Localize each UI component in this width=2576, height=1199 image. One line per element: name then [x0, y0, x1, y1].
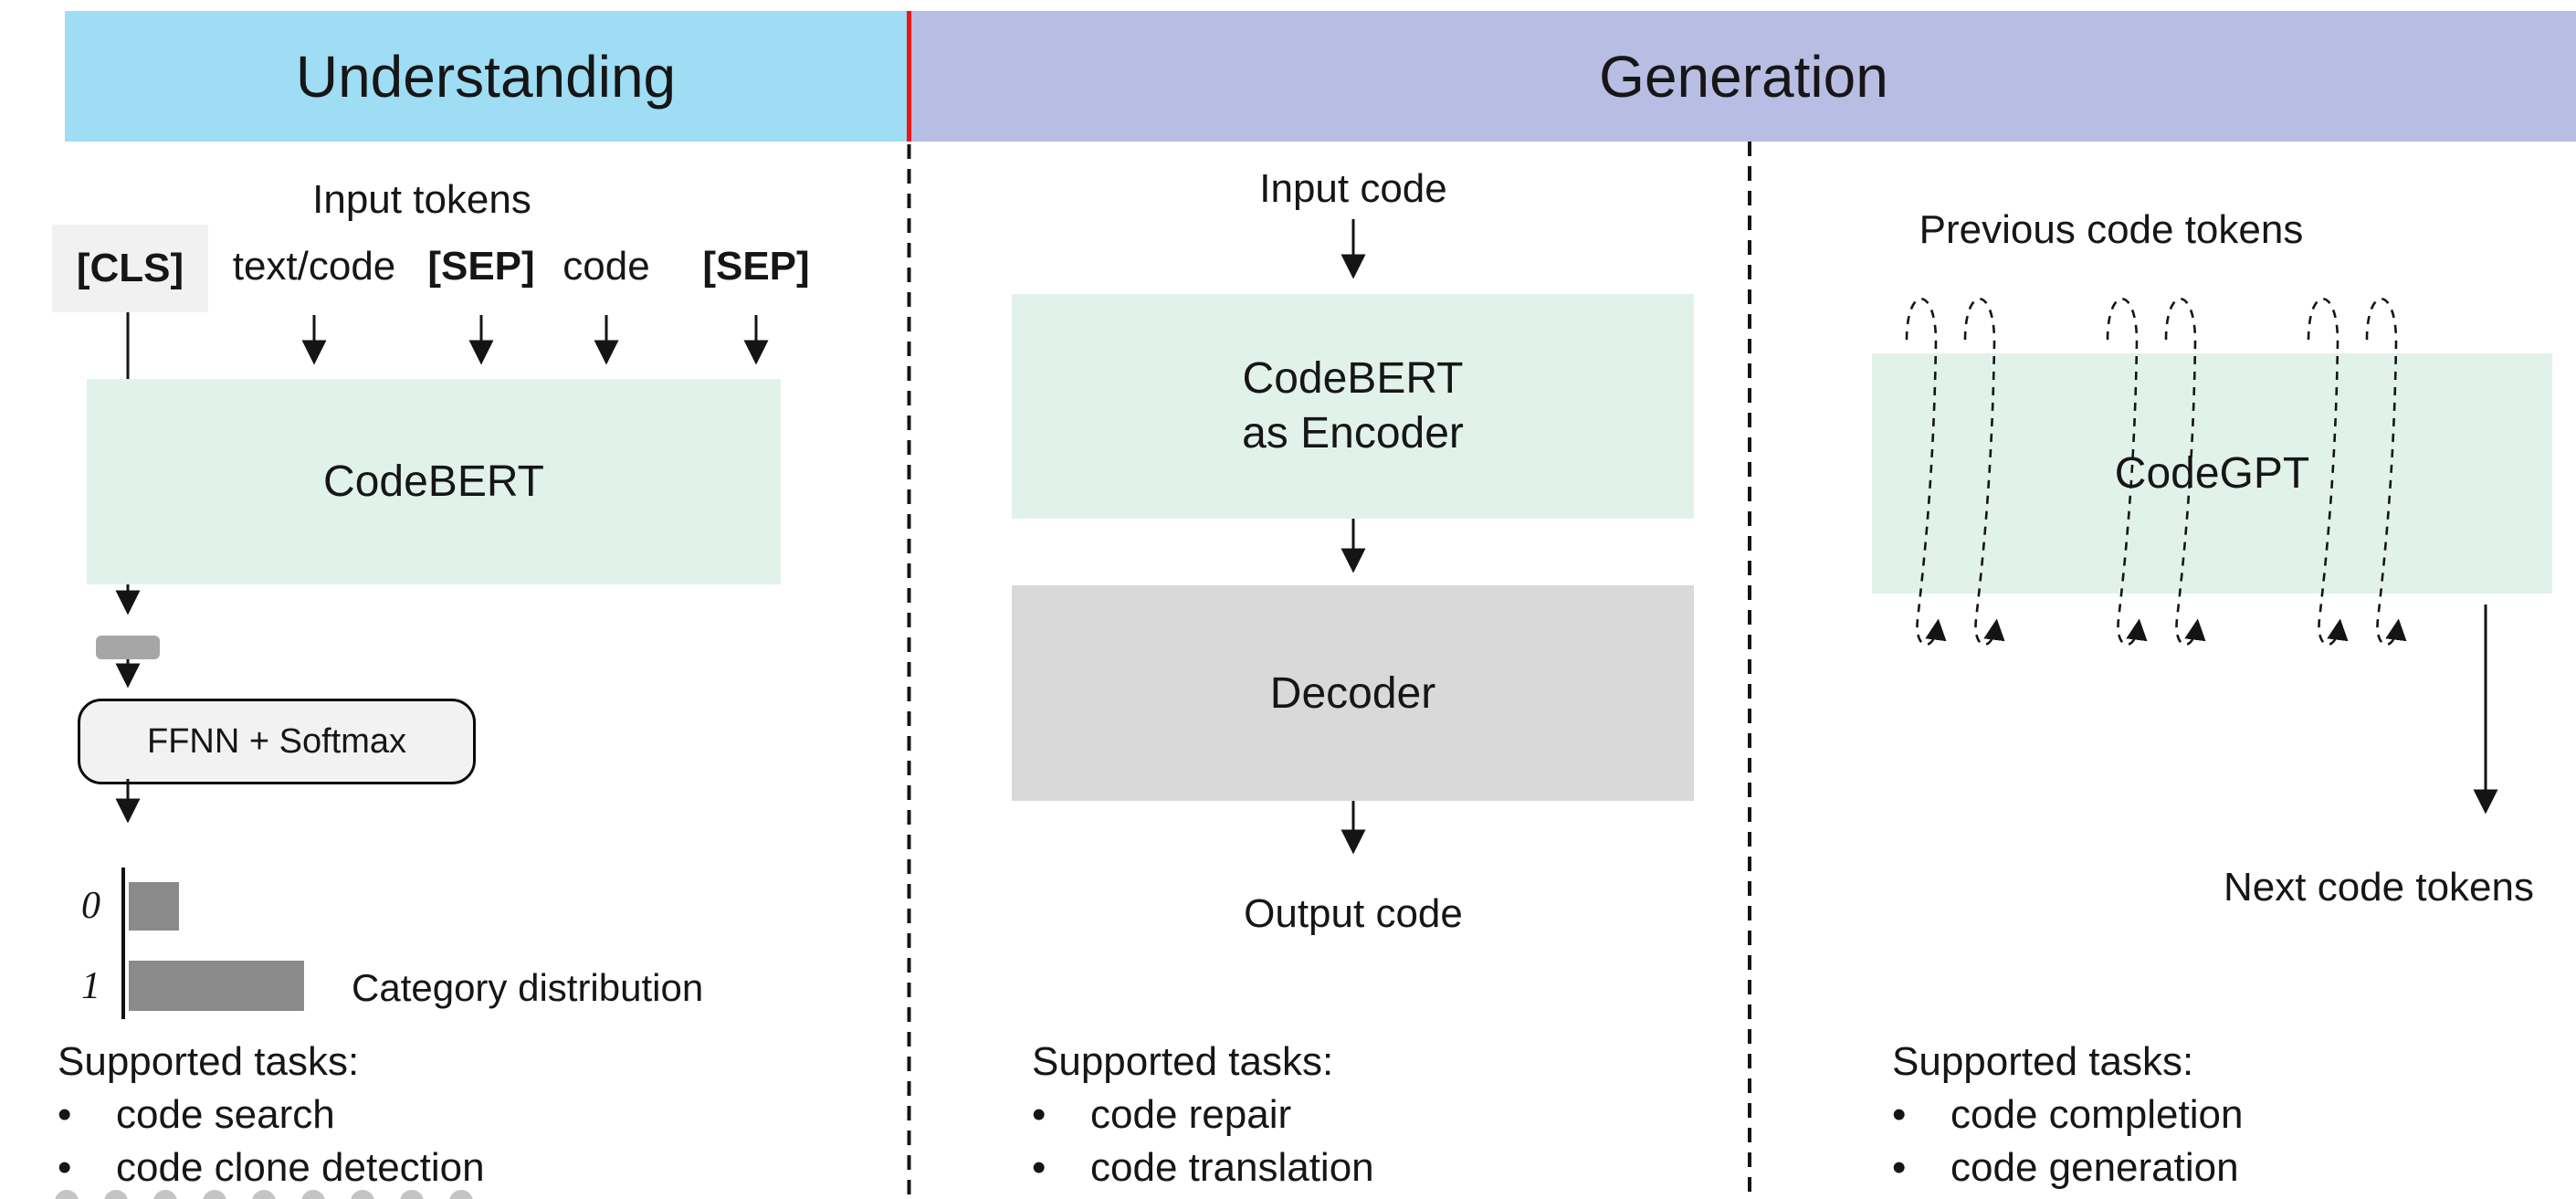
- category-0-bar: [129, 882, 179, 931]
- codebert-label: CodeBERT: [323, 458, 544, 506]
- next-code-tokens-label: Next code tokens: [2224, 865, 2534, 910]
- previous-code-tokens-label: Previous code tokens: [1919, 207, 2304, 252]
- input-code-label: Input code: [1259, 166, 1447, 211]
- understanding-header: Understanding: [65, 11, 907, 142]
- generation-header: Generation: [911, 11, 2576, 142]
- right-tasks-title: Supported tasks:: [1892, 1039, 2194, 1084]
- category-1-bar: [129, 961, 304, 1011]
- middle-task-item: code repair: [1032, 1089, 1374, 1141]
- category-0-label: 0: [81, 885, 100, 927]
- output-code-label: Output code: [1244, 891, 1463, 936]
- category-distribution-caption: Category distribution: [352, 966, 704, 1009]
- left-tasks-title: Supported tasks:: [58, 1039, 360, 1084]
- red-divider: [907, 11, 911, 142]
- text-code-token: text/code: [232, 244, 396, 289]
- codegpt-box: CodeGPT: [1872, 353, 2552, 594]
- right-supported-tasks: Supported tasks: code completion code ge…: [1892, 1036, 2243, 1194]
- ffnn-softmax-label: FFNN + Softmax: [147, 721, 406, 761]
- right-task-item: code generation: [1892, 1141, 2243, 1194]
- category-1-label: 1: [81, 965, 100, 1007]
- encoder-label-line2: as Encoder: [1242, 409, 1464, 458]
- sep-token-1: [SEP]: [427, 244, 535, 289]
- cutoff-text-fragment: [55, 1190, 499, 1199]
- middle-task-item: code translation: [1032, 1141, 1374, 1194]
- cls-token: [CLS]: [52, 225, 208, 312]
- decoder-box: Decoder: [1012, 585, 1694, 801]
- left-supported-tasks: Supported tasks: code search code clone …: [58, 1036, 485, 1194]
- cls-token-label: [CLS]: [76, 246, 184, 290]
- codebert-encoder-box: CodeBERT as Encoder: [1012, 294, 1694, 519]
- understanding-title: Understanding: [295, 43, 677, 110]
- cls-embedding-chip: [96, 636, 160, 659]
- codebert-box: CodeBERT: [87, 379, 781, 584]
- right-task-item: code completion: [1892, 1089, 2243, 1141]
- left-task-item: code clone detection: [58, 1141, 485, 1194]
- generation-title: Generation: [1599, 43, 1888, 110]
- codegpt-label: CodeGPT: [2114, 449, 2310, 498]
- category-chart-axis: [121, 868, 125, 1019]
- middle-tasks-title: Supported tasks:: [1032, 1039, 1334, 1084]
- middle-supported-tasks: Supported tasks: code repair code transl…: [1032, 1036, 1374, 1194]
- code-token: code: [563, 244, 650, 289]
- input-tokens-label: Input tokens: [312, 177, 531, 222]
- decoder-label: Decoder: [1269, 668, 1436, 718]
- ffnn-softmax-box: FFNN + Softmax: [78, 699, 476, 784]
- encoder-label-line1: CodeBERT: [1242, 354, 1464, 403]
- sep-token-2: [SEP]: [702, 244, 810, 289]
- left-task-item: code search: [58, 1089, 485, 1141]
